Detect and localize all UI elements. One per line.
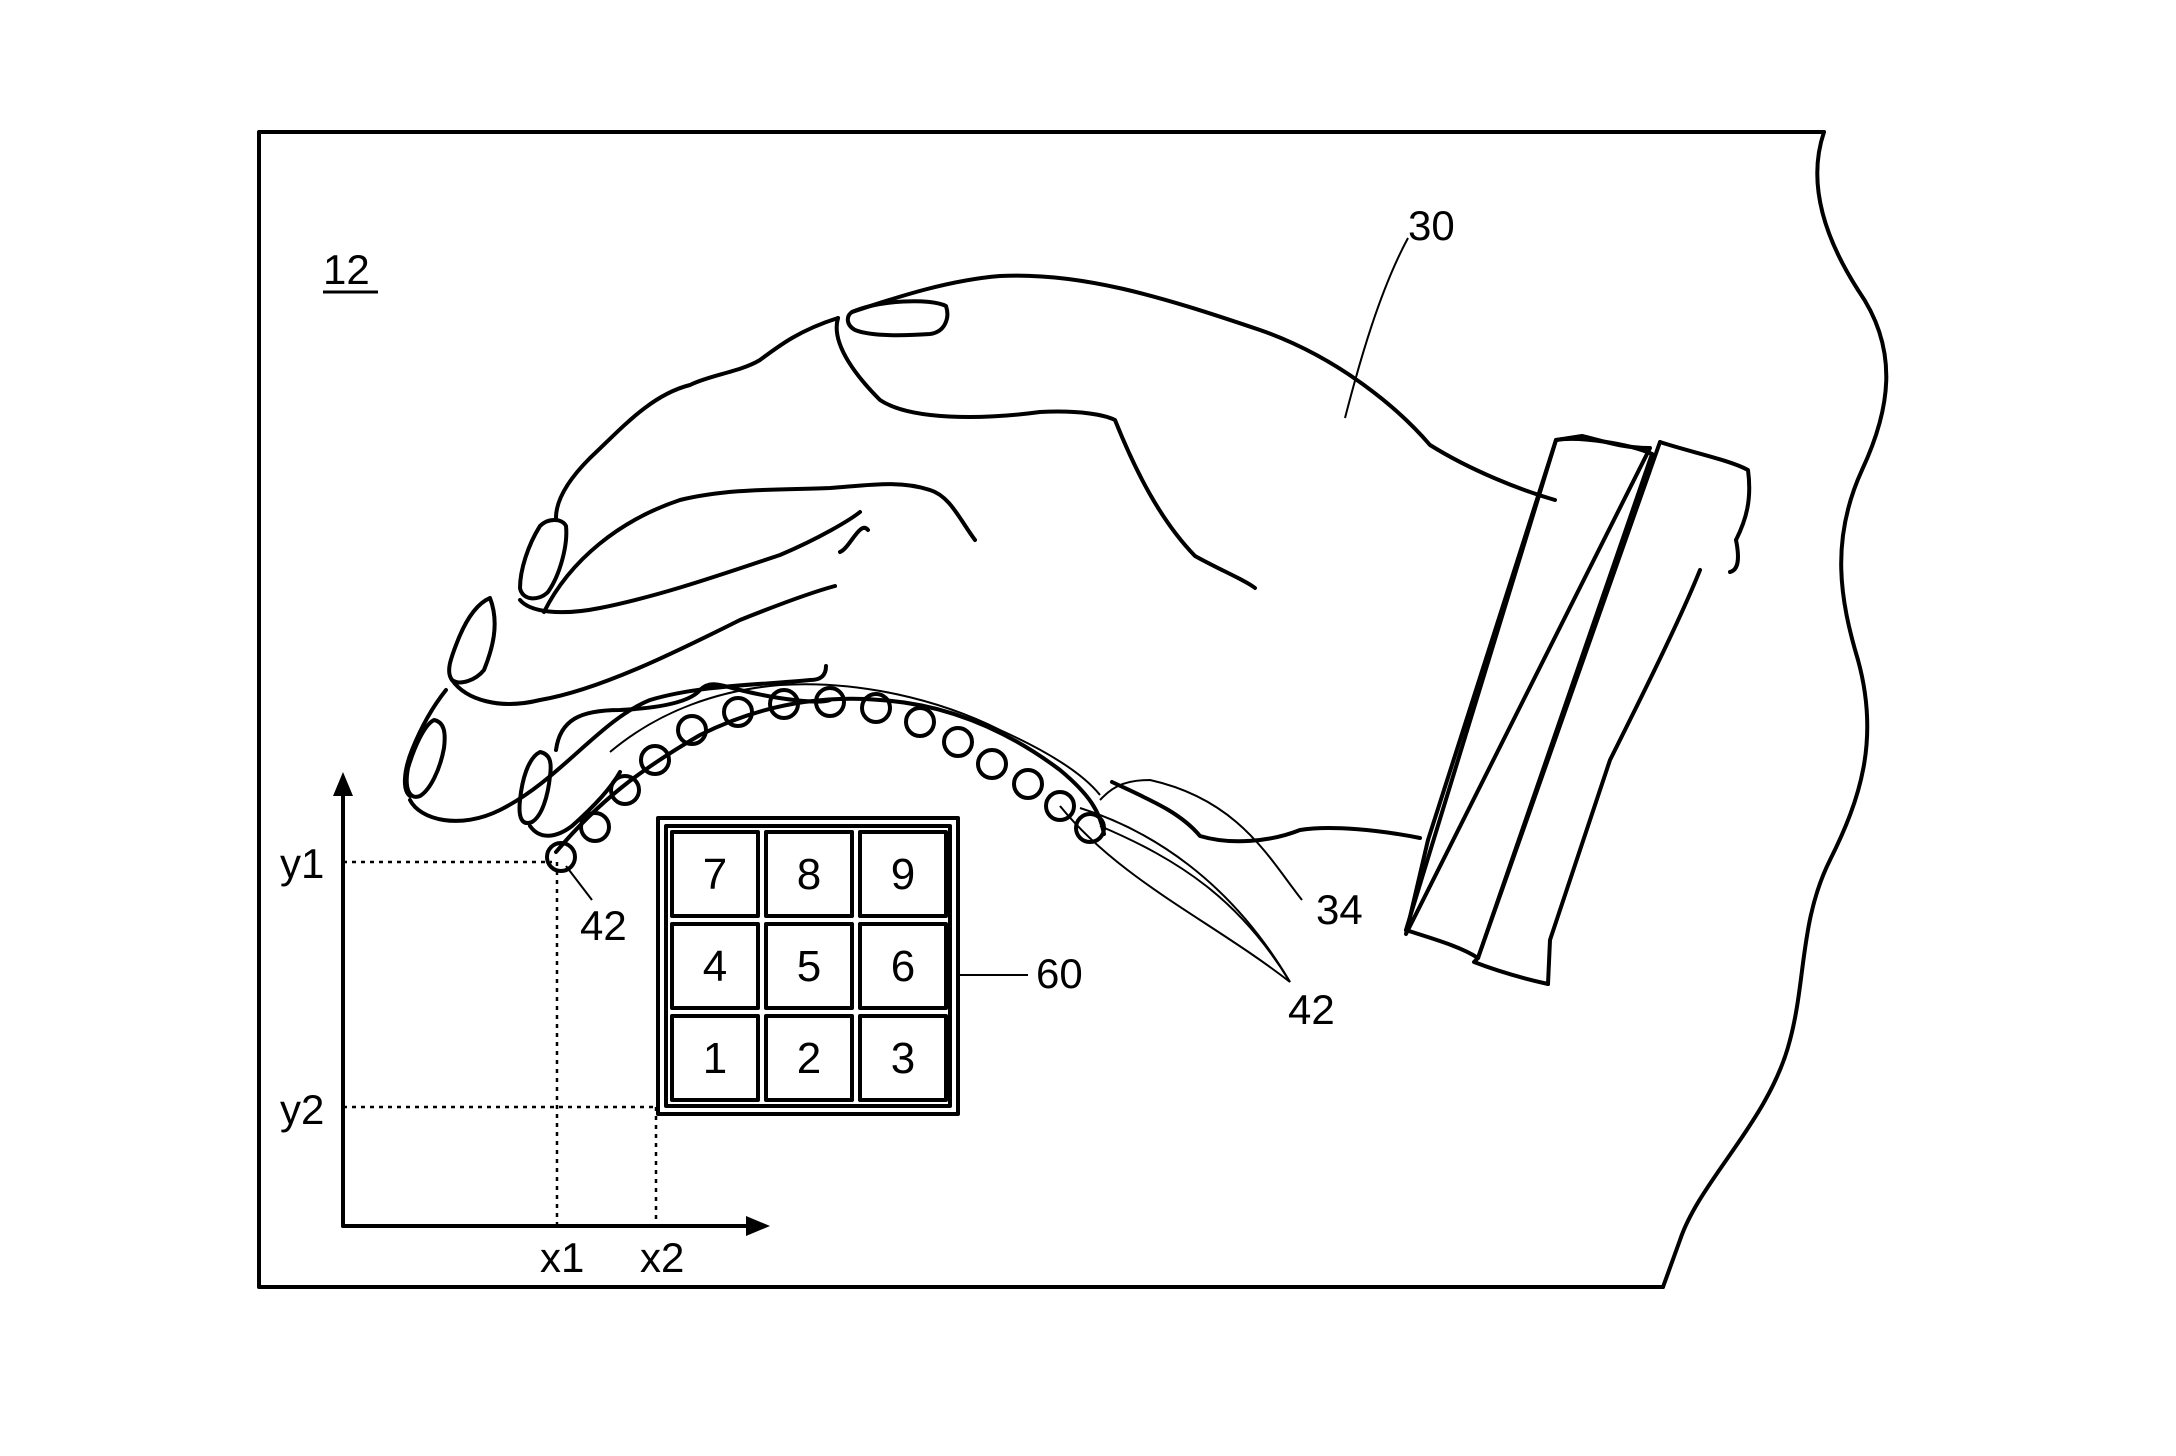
leader-42-group-a xyxy=(1100,826,1290,982)
screen-torn-edge xyxy=(1663,132,1886,1287)
leader-42-group-c xyxy=(1060,806,1290,982)
keypad: 7 8 9 4 5 6 1 2 3 xyxy=(658,818,958,1114)
keypad-key-label: 3 xyxy=(891,1034,915,1083)
screen-outline xyxy=(259,132,1824,1287)
keypad-key-label: 7 xyxy=(703,850,727,899)
leader-42-group-b xyxy=(1080,808,1290,982)
leader-42-single xyxy=(566,866,592,900)
keypad-key-label: 6 xyxy=(891,942,915,991)
y1-label: y1 xyxy=(280,840,324,887)
keypad-key-label: 8 xyxy=(797,850,821,899)
keypad-key-label: 1 xyxy=(703,1034,727,1083)
hand-drawing xyxy=(405,276,1749,984)
gesture-path xyxy=(556,699,1104,852)
path-label: 34 xyxy=(1316,886,1363,933)
x1-label: x1 xyxy=(540,1234,584,1281)
contact-point-label: 42 xyxy=(580,902,627,949)
x2-label: x2 xyxy=(640,1234,684,1281)
screen-label: 12 xyxy=(323,246,370,293)
keypad-key-label: 9 xyxy=(891,850,915,899)
coordinate-axes xyxy=(333,772,770,1236)
keypad-key-label: 5 xyxy=(797,942,821,991)
y2-label: y2 xyxy=(280,1086,324,1133)
hand-label: 30 xyxy=(1408,202,1455,249)
keypad-key-label: 2 xyxy=(797,1034,821,1083)
keypad-key-label: 4 xyxy=(703,942,727,991)
keypad-label: 60 xyxy=(1036,950,1083,997)
leader-30 xyxy=(1345,238,1408,418)
contact-points-group-label: 42 xyxy=(1288,986,1335,1033)
